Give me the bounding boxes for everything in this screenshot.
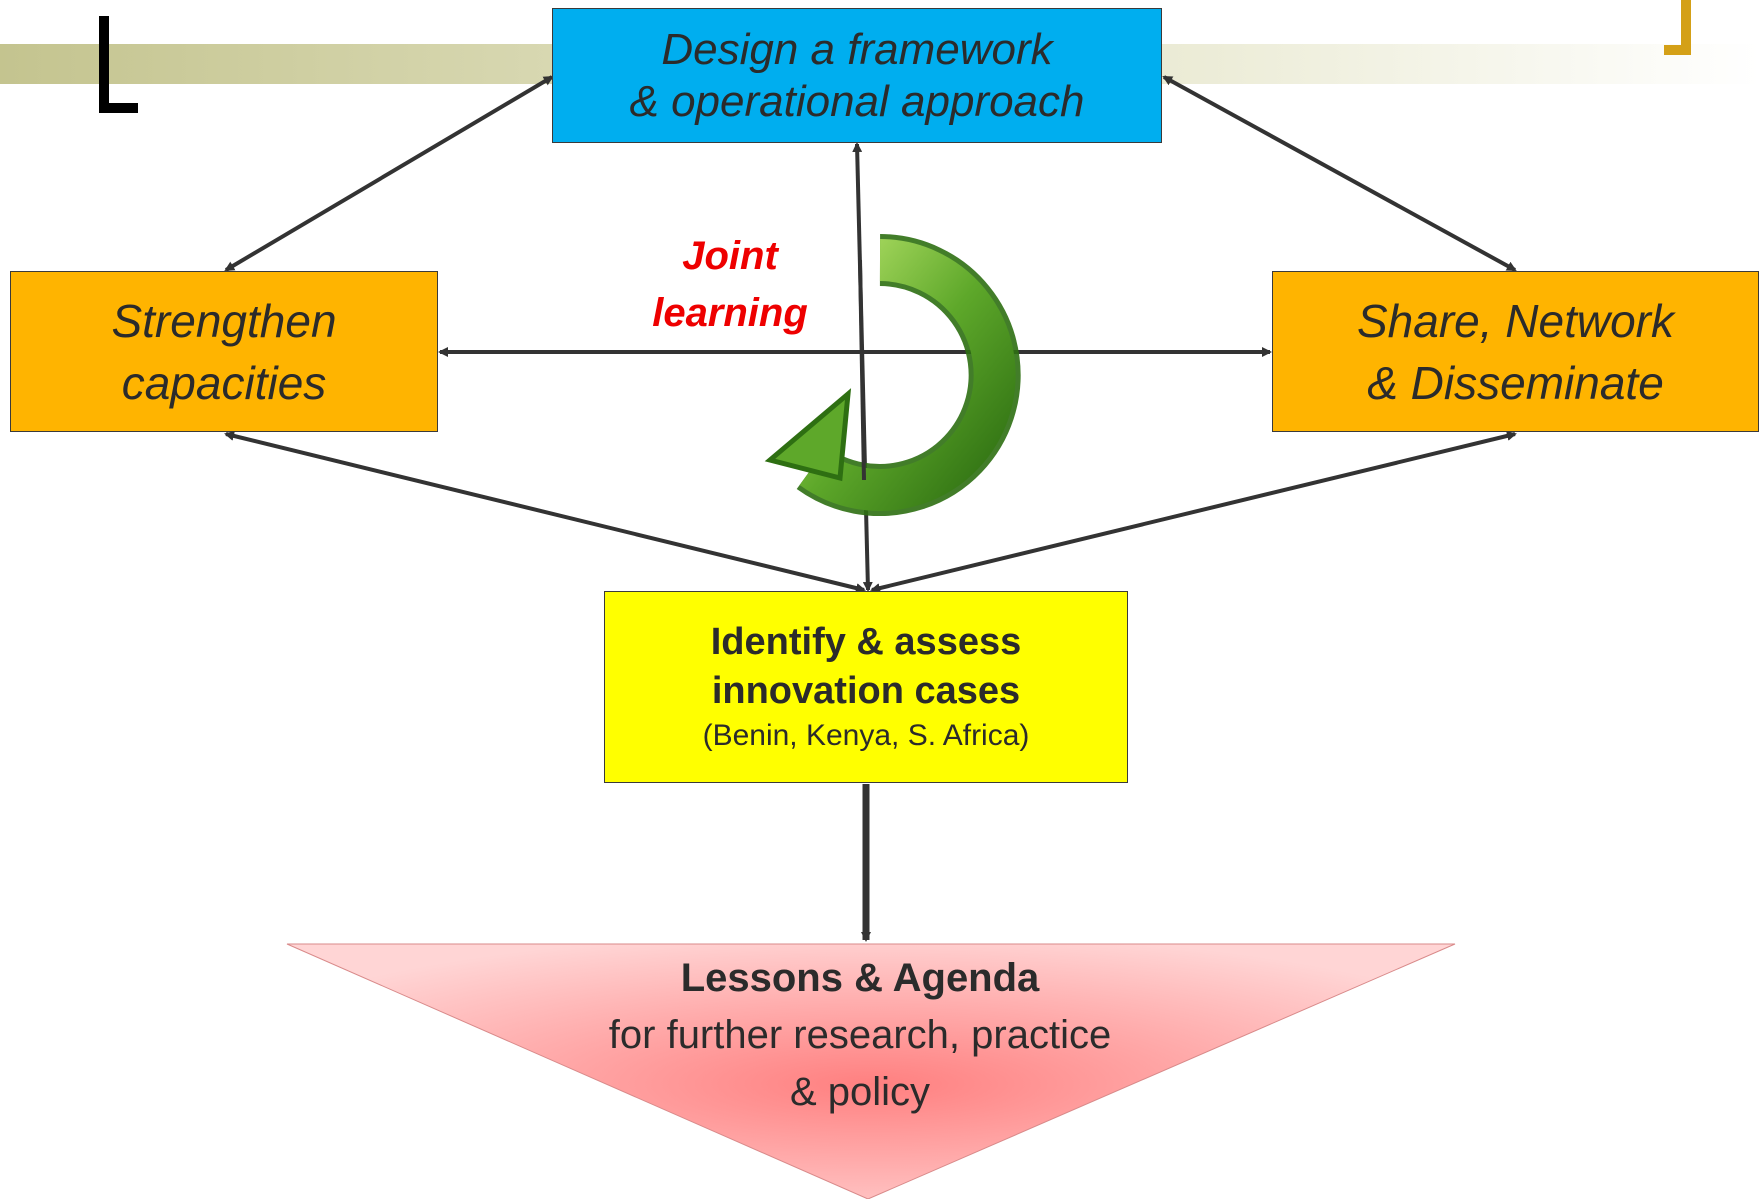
arrow-design-identify-overlay xyxy=(858,259,866,481)
identify-line-1: Identify & assess xyxy=(710,621,1022,663)
corner-bracket-left xyxy=(99,16,138,113)
identify-assess-box: Identify & assess innovation cases (Beni… xyxy=(604,591,1128,783)
design-line-1: Design a framework xyxy=(661,24,1053,74)
strengthen-line-2: capacities xyxy=(121,356,327,409)
arrow-share-identify xyxy=(870,431,1517,593)
joint-line-2: learning xyxy=(652,291,808,335)
corner-bracket-right xyxy=(1664,0,1691,55)
strengthen-capacities-box: Strengthen capacities xyxy=(10,271,438,432)
design-framework-box: Design a framework & operational approac… xyxy=(552,8,1162,143)
circular-arrow-icon xyxy=(764,234,1021,516)
outcome-triangle xyxy=(286,943,1456,1199)
lessons-agenda-label: Lessons & Agenda for further research, p… xyxy=(430,950,1290,1121)
arrow-design-strengthen xyxy=(224,75,554,272)
share-network-box: Share, Network & Disseminate xyxy=(1272,271,1759,432)
strengthen-line-1: Strengthen xyxy=(111,294,337,347)
identify-line-2: innovation cases xyxy=(711,670,1021,712)
lessons-line-2: for further research, practice xyxy=(608,1013,1112,1057)
joint-learning-label: Joint learning xyxy=(600,228,860,342)
design-line-2: & operational approach xyxy=(629,76,1085,126)
lessons-line-3: & policy xyxy=(789,1070,931,1114)
share-line-1: Share, Network xyxy=(1356,294,1674,347)
share-line-2: & Disseminate xyxy=(1367,356,1664,409)
identify-line-3: (Benin, Kenya, S. Africa) xyxy=(702,719,1030,752)
joint-line-1: Joint xyxy=(682,234,778,278)
arrow-strengthen-identify xyxy=(224,431,866,593)
lessons-line-1: Lessons & Agenda xyxy=(680,956,1040,1000)
arrow-design-share xyxy=(1162,75,1517,272)
